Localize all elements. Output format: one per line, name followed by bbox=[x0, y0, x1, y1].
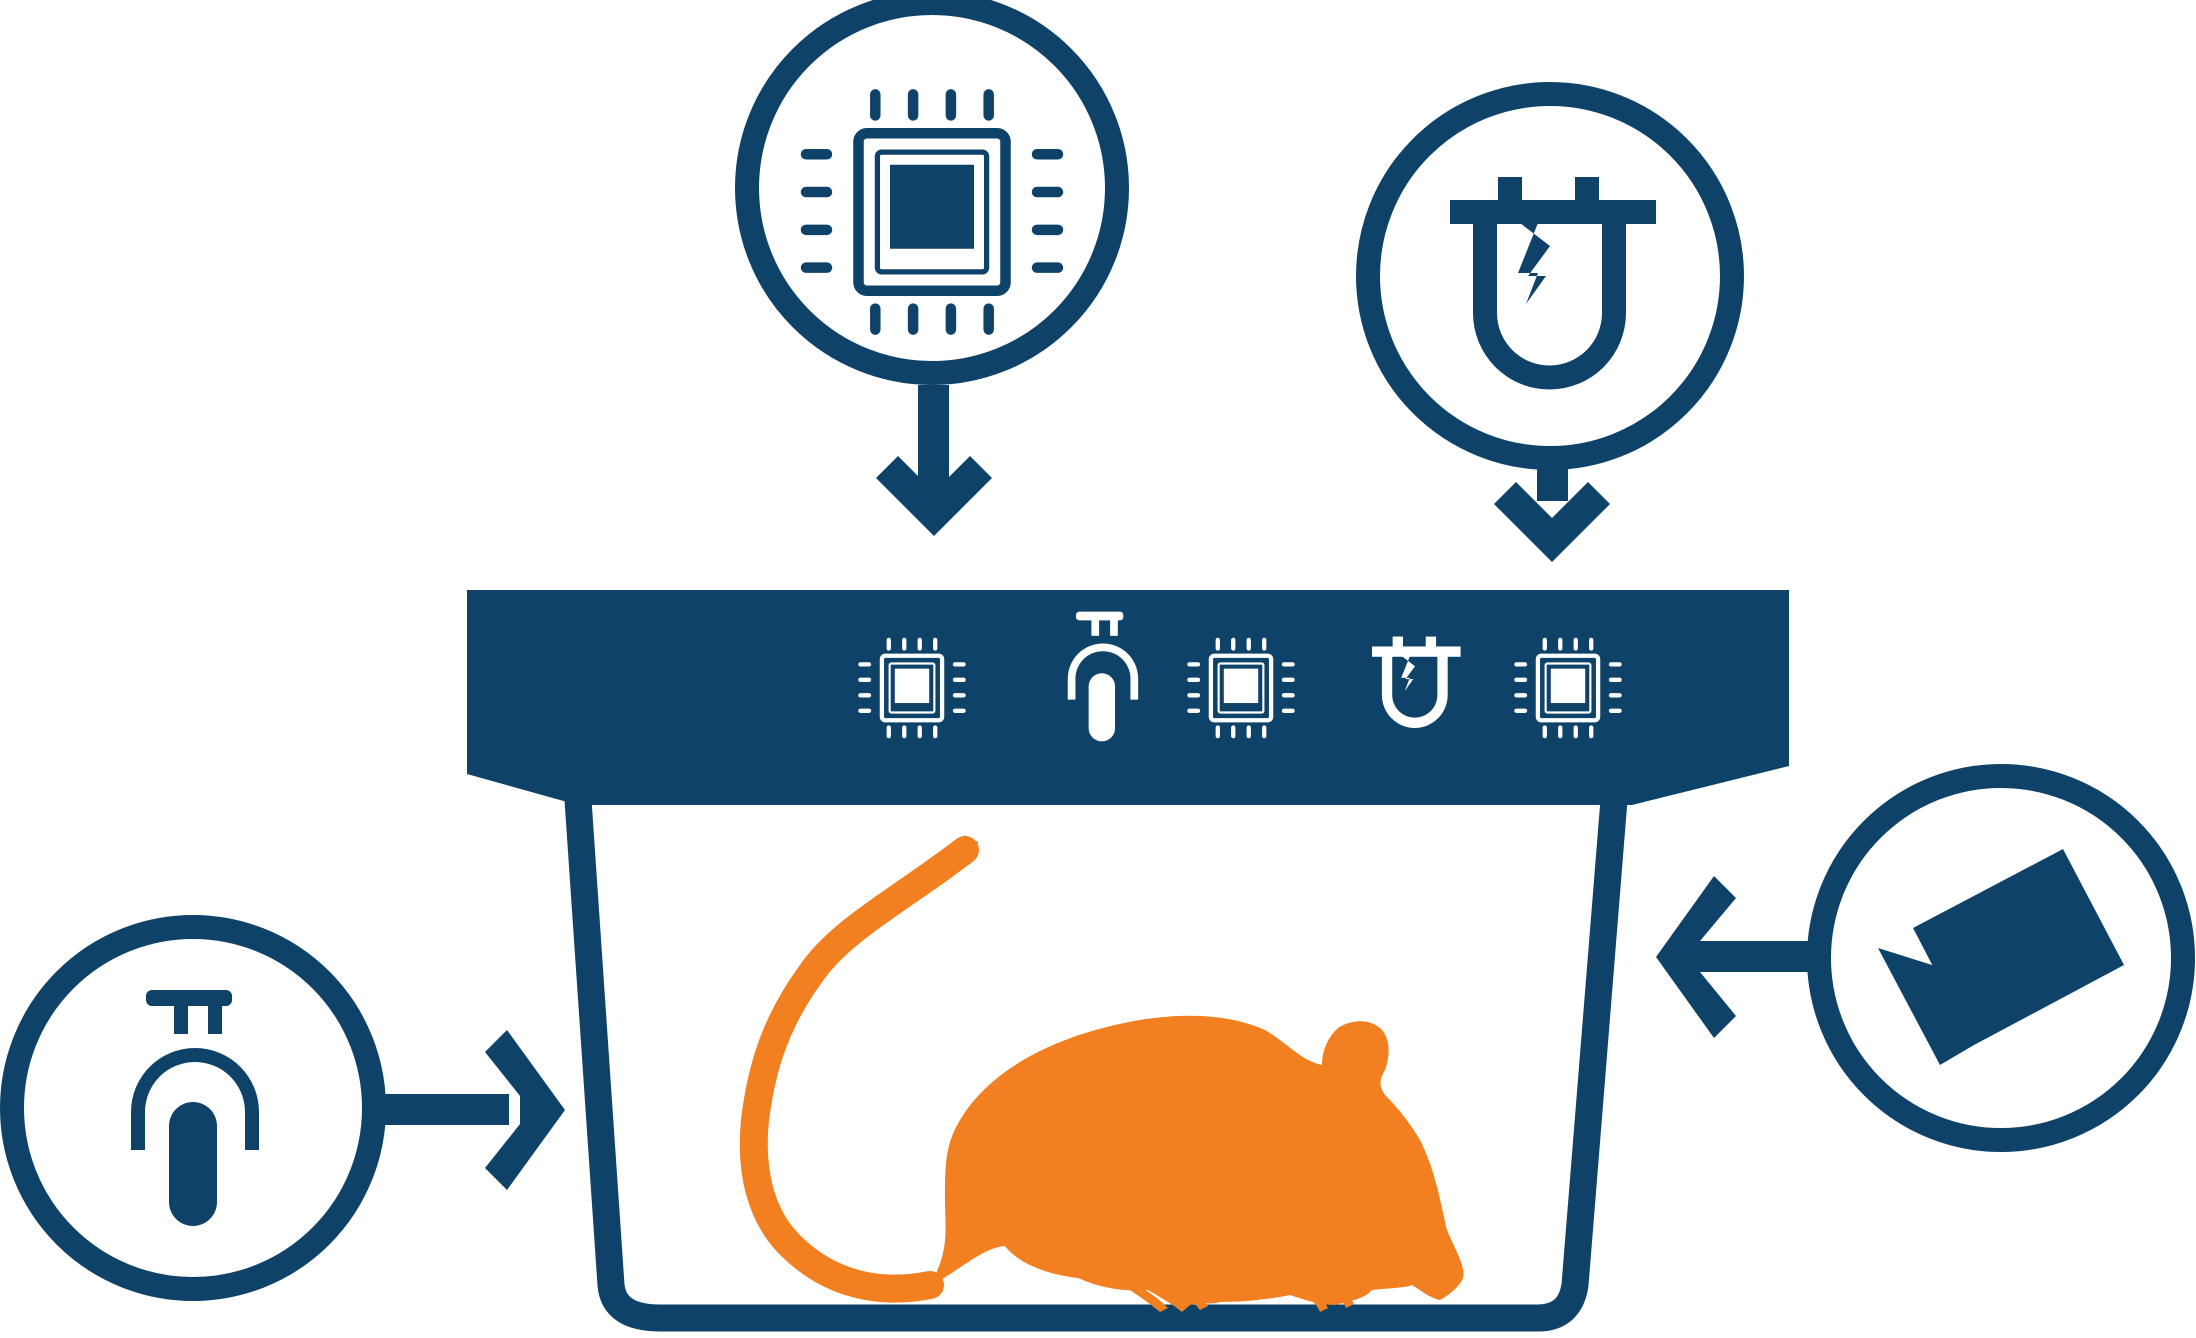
cage-body bbox=[564, 798, 1628, 1332]
arrow-power-to-lid bbox=[1494, 467, 1610, 562]
chip-node bbox=[735, 0, 1129, 385]
arrow-pump-to-cage bbox=[384, 1030, 565, 1190]
arrow-camera-to-cage bbox=[1656, 876, 1812, 1038]
camera-node bbox=[1807, 764, 2195, 1152]
cage bbox=[467, 590, 1789, 1332]
mouse-tail bbox=[739, 836, 979, 1303]
cage-lid bbox=[467, 590, 1789, 805]
power-circle bbox=[1356, 82, 1744, 470]
video-camera-icon bbox=[1878, 849, 2124, 1065]
mouse-body bbox=[930, 1015, 1464, 1312]
pump-node bbox=[0, 915, 386, 1301]
power-node bbox=[1356, 82, 1744, 470]
arrow-chip-to-lid bbox=[876, 385, 992, 536]
mouse-icon bbox=[739, 836, 1464, 1312]
